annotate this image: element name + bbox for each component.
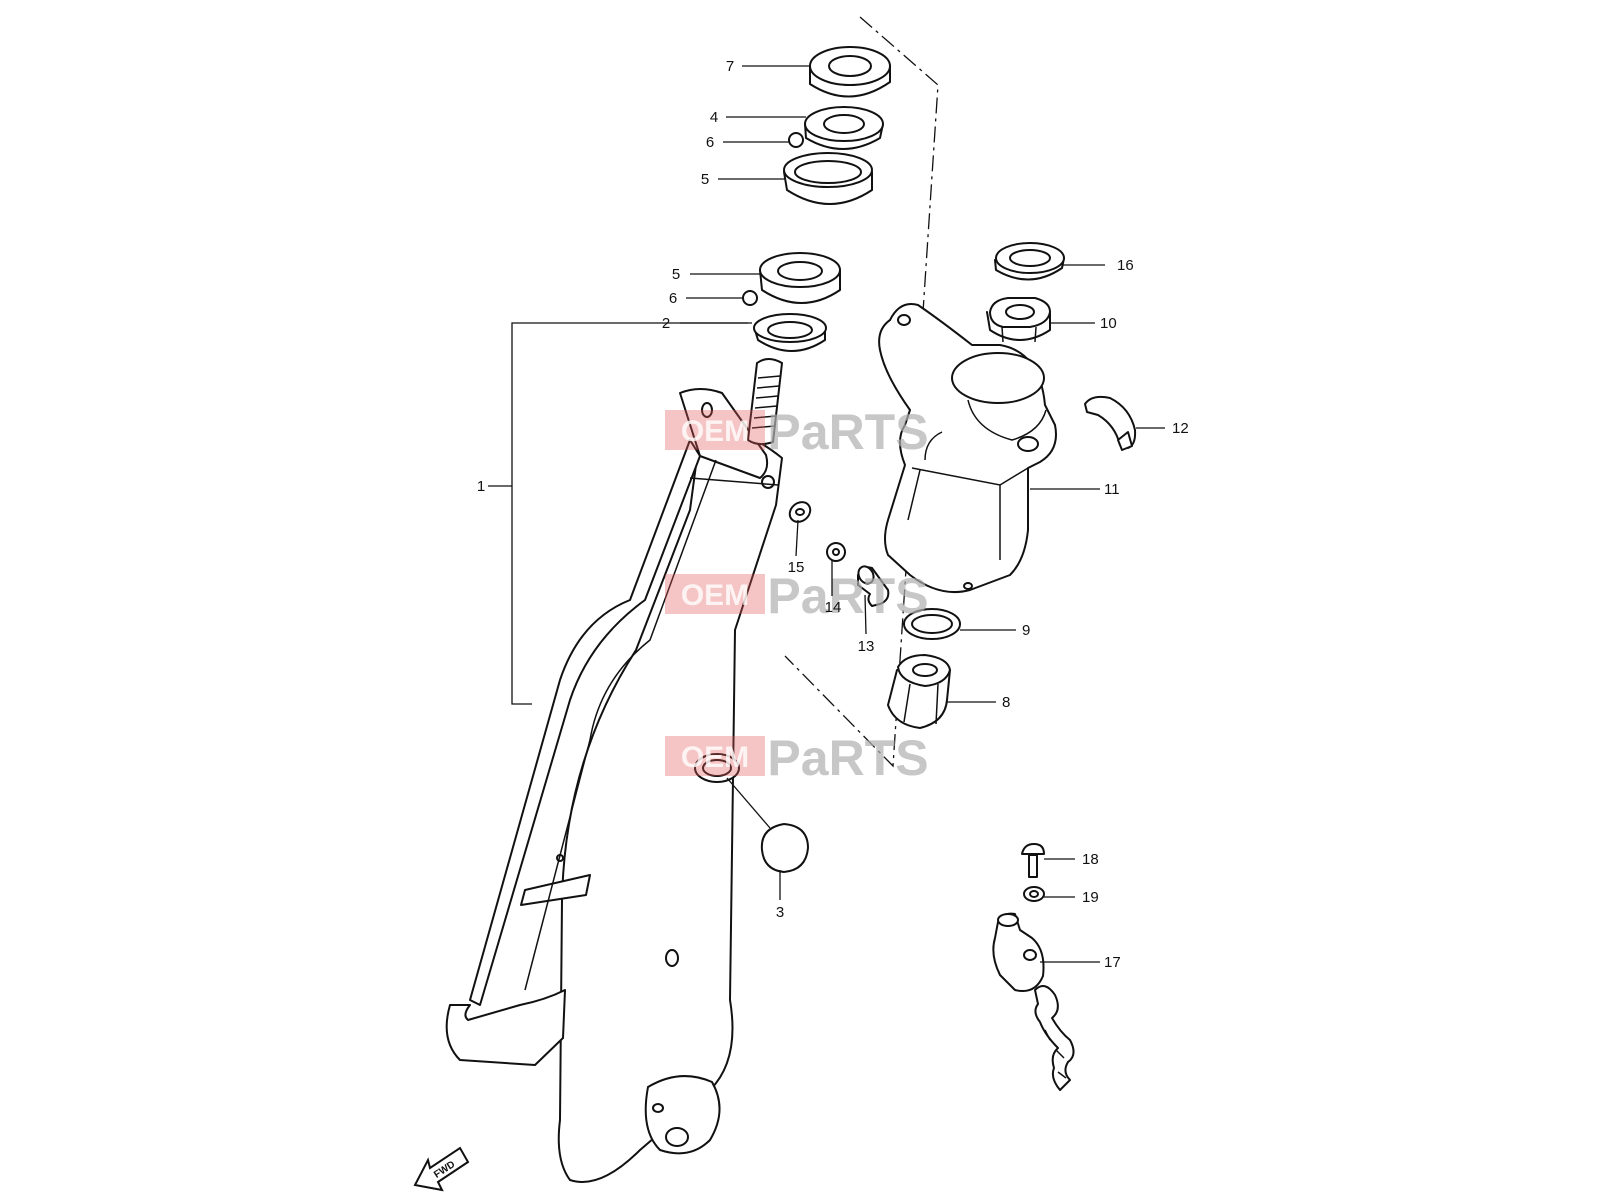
- watermark-top: OEM PaRTS: [665, 404, 929, 460]
- watermark-bottom-left: OEM: [681, 741, 749, 774]
- callout-2: 2: [662, 315, 670, 332]
- callout-9: 9: [1022, 622, 1030, 639]
- cap-part-3: [760, 823, 809, 873]
- dust-seal-part-7: [809, 46, 891, 98]
- callout-4: 4: [710, 109, 718, 126]
- steel-ball-part-6-lower: [742, 290, 758, 306]
- steering-head-part-11: [878, 303, 1057, 594]
- callout-11: 11: [1104, 481, 1120, 498]
- callout-15: 15: [788, 559, 805, 576]
- bearing-cone-part-5-upper: [783, 152, 873, 205]
- callout-5-lower: 5: [672, 266, 680, 283]
- callout-6-lower: 6: [669, 290, 677, 307]
- upper-bearing-race-part-4: [804, 106, 884, 150]
- washer-part-19: [1023, 886, 1045, 902]
- callout-17: 17: [1104, 954, 1121, 971]
- steering-stem-lower-bracket: [445, 358, 783, 1183]
- watermark-bottom-right: PaRTS: [767, 730, 928, 786]
- screw-part-18: [1021, 843, 1045, 878]
- callout-14: 14: [825, 599, 842, 616]
- bracket-part-1: [488, 322, 748, 705]
- callout-labels: 7 4 6 5 5 6 2 1 15 14 13 3 16 10 12 11 9…: [477, 58, 1189, 971]
- watermark-top-right: PaRTS: [767, 404, 928, 460]
- callout-18: 18: [1082, 851, 1099, 868]
- lock-washer-part-16: [994, 242, 1065, 281]
- stem-thread-lines: [751, 375, 781, 429]
- cap-nut-part-8: [887, 654, 951, 729]
- steel-ball-part-6-upper: [788, 132, 804, 148]
- watermark-middle-right: PaRTS: [767, 568, 928, 624]
- clip-part-12: [1084, 395, 1137, 451]
- bolt-part-13: [857, 565, 890, 607]
- washer-part-14: [826, 542, 846, 562]
- bearing-cone-part-5-lower: [759, 252, 841, 304]
- callout-1: 1: [477, 478, 485, 495]
- washer-part-15: [788, 501, 812, 523]
- watermark-middle-left: OEM: [681, 579, 749, 612]
- watermark-top-left: OEM: [681, 415, 749, 448]
- callout-16: 16: [1117, 257, 1134, 274]
- watermark-bottom: OEM PaRTS: [665, 730, 929, 786]
- lower-bearing-race-part-2: [753, 313, 827, 352]
- callout-3: 3: [776, 904, 784, 921]
- fwd-arrow-icon: FWD: [413, 1146, 470, 1192]
- stem-nut-part-10: [986, 297, 1051, 343]
- callout-8: 8: [1002, 694, 1010, 711]
- callout-19: 19: [1082, 889, 1099, 906]
- steering-lock-part-17: [992, 912, 1075, 1091]
- watermark-middle: OEM PaRTS: [665, 568, 929, 624]
- callout-10: 10: [1100, 315, 1117, 332]
- callout-6-upper: 6: [706, 134, 714, 151]
- callout-7: 7: [726, 58, 734, 75]
- callout-13: 13: [858, 638, 875, 655]
- callout-12: 12: [1172, 420, 1189, 437]
- leader-lines: [680, 65, 1165, 963]
- o-ring-part-9: [903, 608, 961, 640]
- callout-5-upper: 5: [701, 171, 709, 188]
